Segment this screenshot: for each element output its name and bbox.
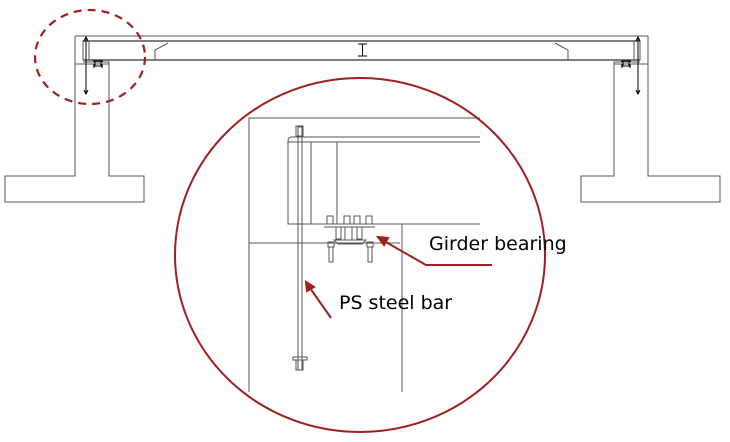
i-beam-symbol xyxy=(358,43,367,57)
detail-marker-dashed-circle xyxy=(33,8,147,106)
right-abutment xyxy=(580,36,721,203)
girder-bearing xyxy=(324,215,375,263)
girder-bearing-label: Girder bearing xyxy=(429,233,567,255)
ps-steel-bar xyxy=(297,126,303,371)
ps-steel-bar-label: PS steel bar xyxy=(339,292,453,314)
haunch-left xyxy=(154,42,169,60)
leader-arrows xyxy=(304,235,492,319)
ps-bar-leader xyxy=(309,287,332,319)
arrow-head-icon xyxy=(375,235,390,247)
detail-view xyxy=(248,117,480,392)
haunch-right xyxy=(554,42,569,60)
arrow-head-icon xyxy=(304,280,316,293)
girder-end xyxy=(287,136,480,225)
girder-bearing-leader xyxy=(383,240,492,266)
ps-bar-small xyxy=(83,35,641,96)
bridge-elevation xyxy=(4,35,721,203)
left-abutment xyxy=(4,36,145,203)
detail-circle xyxy=(174,77,546,433)
